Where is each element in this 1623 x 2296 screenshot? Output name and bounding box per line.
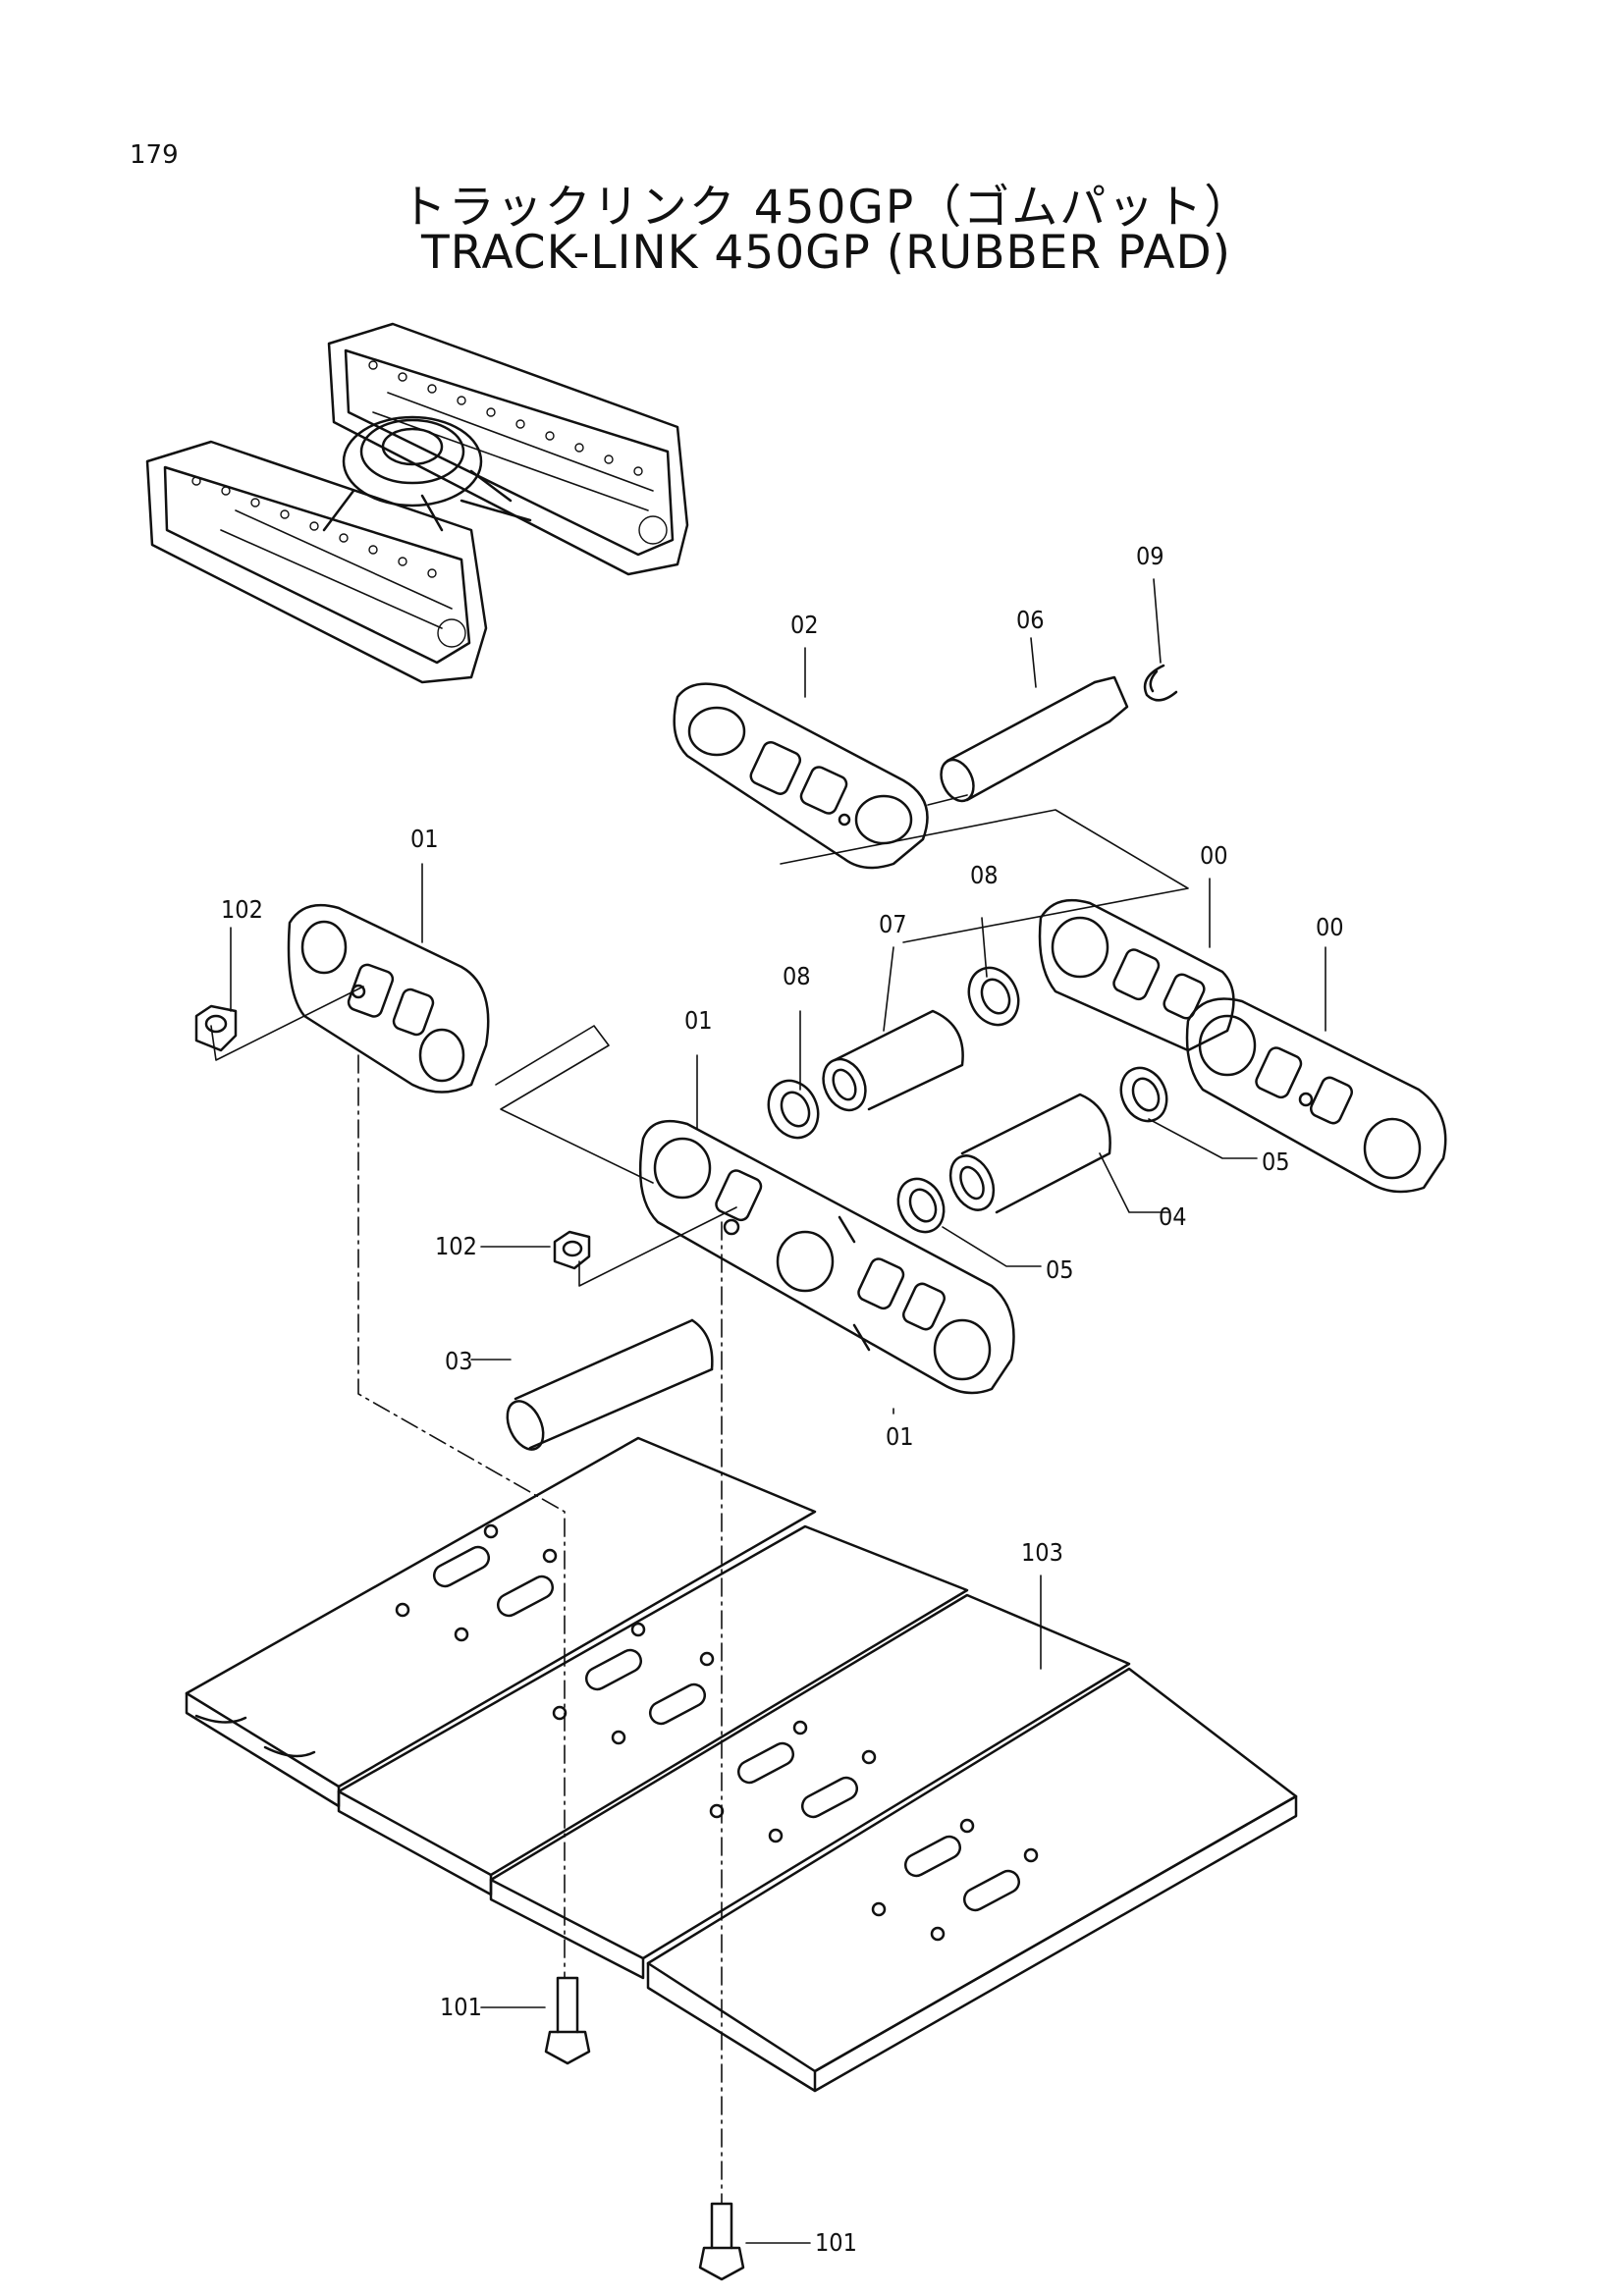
page-number: 179 — [130, 140, 179, 170]
callout-01-bottom: 01 — [886, 1422, 914, 1451]
seal-05-lower — [896, 1177, 946, 1234]
callout-01-center: 01 — [684, 1006, 713, 1035]
pin-03 — [506, 1318, 714, 1451]
callout-08-upper: 08 — [970, 861, 999, 889]
callout-06: 06 — [1016, 606, 1045, 634]
rubber-pad-103-3 — [489, 1593, 1131, 1980]
callout-102-left: 102 — [221, 895, 263, 924]
title-japanese: トラックリンク 450GP（ゴムパット） — [400, 181, 1253, 235]
track-link-02 — [673, 682, 929, 870]
callout-102-center: 102 — [435, 1232, 477, 1260]
seal-05-right — [1119, 1066, 1168, 1123]
track-link-01-center — [638, 1119, 1015, 1395]
callout-00-front: 00 — [1316, 913, 1344, 941]
rubber-pad-103-2 — [337, 1524, 969, 1896]
callout-08-lower: 08 — [783, 962, 811, 990]
callout-05-lower: 05 — [1046, 1255, 1074, 1284]
nut-102-left — [194, 1004, 238, 1052]
snap-ring-09 — [1143, 664, 1178, 702]
bushing-04 — [948, 1093, 1111, 1214]
callout-101-left: 101 — [440, 1993, 482, 2021]
undercarriage-overview-illustration — [145, 322, 689, 684]
title-english: TRACK-LINK 450GP (RUBBER PAD) — [420, 226, 1232, 280]
bolt-101-right — [698, 2202, 745, 2281]
callout-05-right: 05 — [1262, 1148, 1290, 1176]
callout-00-rear: 00 — [1200, 841, 1228, 870]
callout-01-left: 01 — [410, 825, 439, 853]
pin-06 — [940, 675, 1129, 803]
callout-09: 09 — [1136, 542, 1164, 570]
callout-07: 07 — [879, 910, 907, 938]
rubber-pad-103-4 — [646, 1667, 1298, 2093]
callout-04: 04 — [1159, 1202, 1187, 1231]
nut-102-center — [553, 1230, 591, 1270]
bolt-101-left — [544, 1976, 591, 2065]
seal-08-upper — [967, 966, 1020, 1027]
bushing-07 — [822, 1009, 964, 1112]
track-link-00-front — [1185, 997, 1447, 1194]
callout-02: 02 — [790, 611, 819, 639]
track-link-00-rear — [1038, 898, 1235, 1052]
rubber-pad-103-1 — [185, 1436, 817, 1808]
track-link-01-left — [287, 903, 490, 1094]
callout-103: 103 — [1021, 1538, 1063, 1567]
callout-101-right: 101 — [815, 2228, 857, 2257]
callout-03: 03 — [445, 1347, 473, 1375]
seal-08-lower — [767, 1079, 820, 1140]
